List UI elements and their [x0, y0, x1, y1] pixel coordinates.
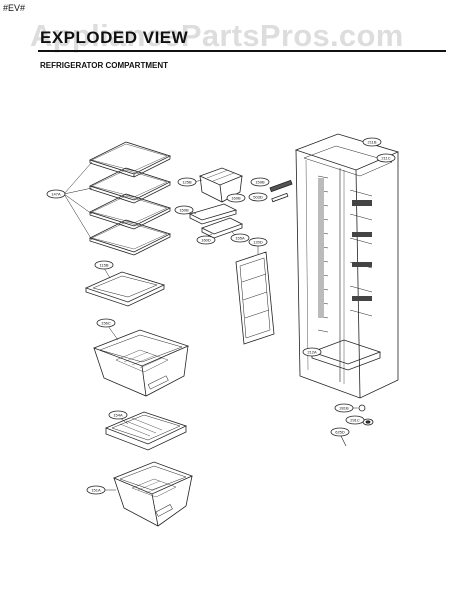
- svg-text:291C: 291C: [350, 418, 360, 423]
- callout-guide-a: 150B: [174, 205, 194, 215]
- svg-text:625D: 625D: [335, 430, 345, 435]
- callout-crisper-lower: 151A: [86, 485, 106, 495]
- callout-bar-a: 159B: [250, 177, 270, 187]
- svg-text:211C: 211C: [381, 156, 390, 161]
- crisper-drawer-upper: [92, 325, 190, 397]
- callout-case-top-b: 211C: [376, 153, 396, 163]
- callout-case-top-a: 211B: [362, 137, 382, 147]
- callout-hinge-b: 291C: [345, 415, 365, 425]
- glass-shelves: [63, 141, 172, 256]
- svg-text:160D: 160D: [201, 238, 211, 243]
- shelf-3: [88, 193, 172, 230]
- callout-crisper-upper: 156C: [96, 318, 116, 328]
- svg-text:159B: 159B: [255, 180, 265, 185]
- diagram-title: EXPLODED VIEW: [40, 28, 189, 47]
- door-panel: [235, 246, 275, 345]
- svg-text:147A: 147A: [51, 192, 61, 197]
- shelf-4: [88, 219, 172, 256]
- svg-text:211B: 211B: [367, 140, 376, 145]
- svg-text:151A: 151A: [91, 488, 101, 493]
- shelf-2: [88, 167, 172, 204]
- page-code: #EV#: [3, 3, 26, 13]
- svg-text:156C: 156C: [101, 321, 111, 326]
- callout-shelf-set: 147A: [46, 189, 66, 199]
- diagram-subtitle: REFRIGERATOR COMPARTMENT: [40, 61, 168, 70]
- callout-bar-b: 503D: [248, 192, 268, 202]
- svg-text:212A: 212A: [307, 350, 317, 355]
- callout-panel: 120D: [248, 237, 268, 247]
- callout-guide-b: 155A: [230, 233, 250, 243]
- crisper-cover: [104, 411, 188, 451]
- svg-text:120D: 120D: [253, 240, 263, 245]
- callout-screw-b: 160D: [196, 235, 216, 245]
- refrigerator-cabinet: [294, 133, 400, 399]
- svg-text:155A: 155A: [235, 236, 245, 241]
- callout-cover-rail: 154A: [108, 410, 128, 420]
- svg-text:150B: 150B: [179, 208, 189, 213]
- svg-text:160B: 160B: [231, 196, 241, 201]
- callout-hinge-a: 281B: [334, 403, 354, 413]
- callouts: 147A 115B 156C 154A 151A 125B 150B 155A: [46, 137, 396, 495]
- shelf-frame: [84, 267, 166, 307]
- watermark: AppliancePartsPros.com: [30, 18, 404, 53]
- callout-hinge-c: 625D: [330, 427, 350, 437]
- callout-shelf-frame: 115B: [94, 260, 114, 270]
- svg-text:125B: 125B: [182, 180, 192, 185]
- bracket-guides: [188, 203, 244, 239]
- svg-text:154A: 154A: [113, 413, 123, 418]
- title-rule: [38, 50, 446, 52]
- egg-tray: [193, 167, 244, 203]
- svg-text:281B: 281B: [339, 406, 349, 411]
- svg-text:115B: 115B: [99, 263, 108, 268]
- shelf-1: [88, 141, 172, 178]
- crisper-drawer-lower: [104, 461, 194, 527]
- callout-egg-tray: 125B: [177, 177, 197, 187]
- callout-case-low: 212A: [302, 347, 322, 357]
- callout-screw-a: 160B: [226, 193, 246, 203]
- svg-text:503D: 503D: [253, 195, 263, 200]
- small-bars: [269, 179, 293, 203]
